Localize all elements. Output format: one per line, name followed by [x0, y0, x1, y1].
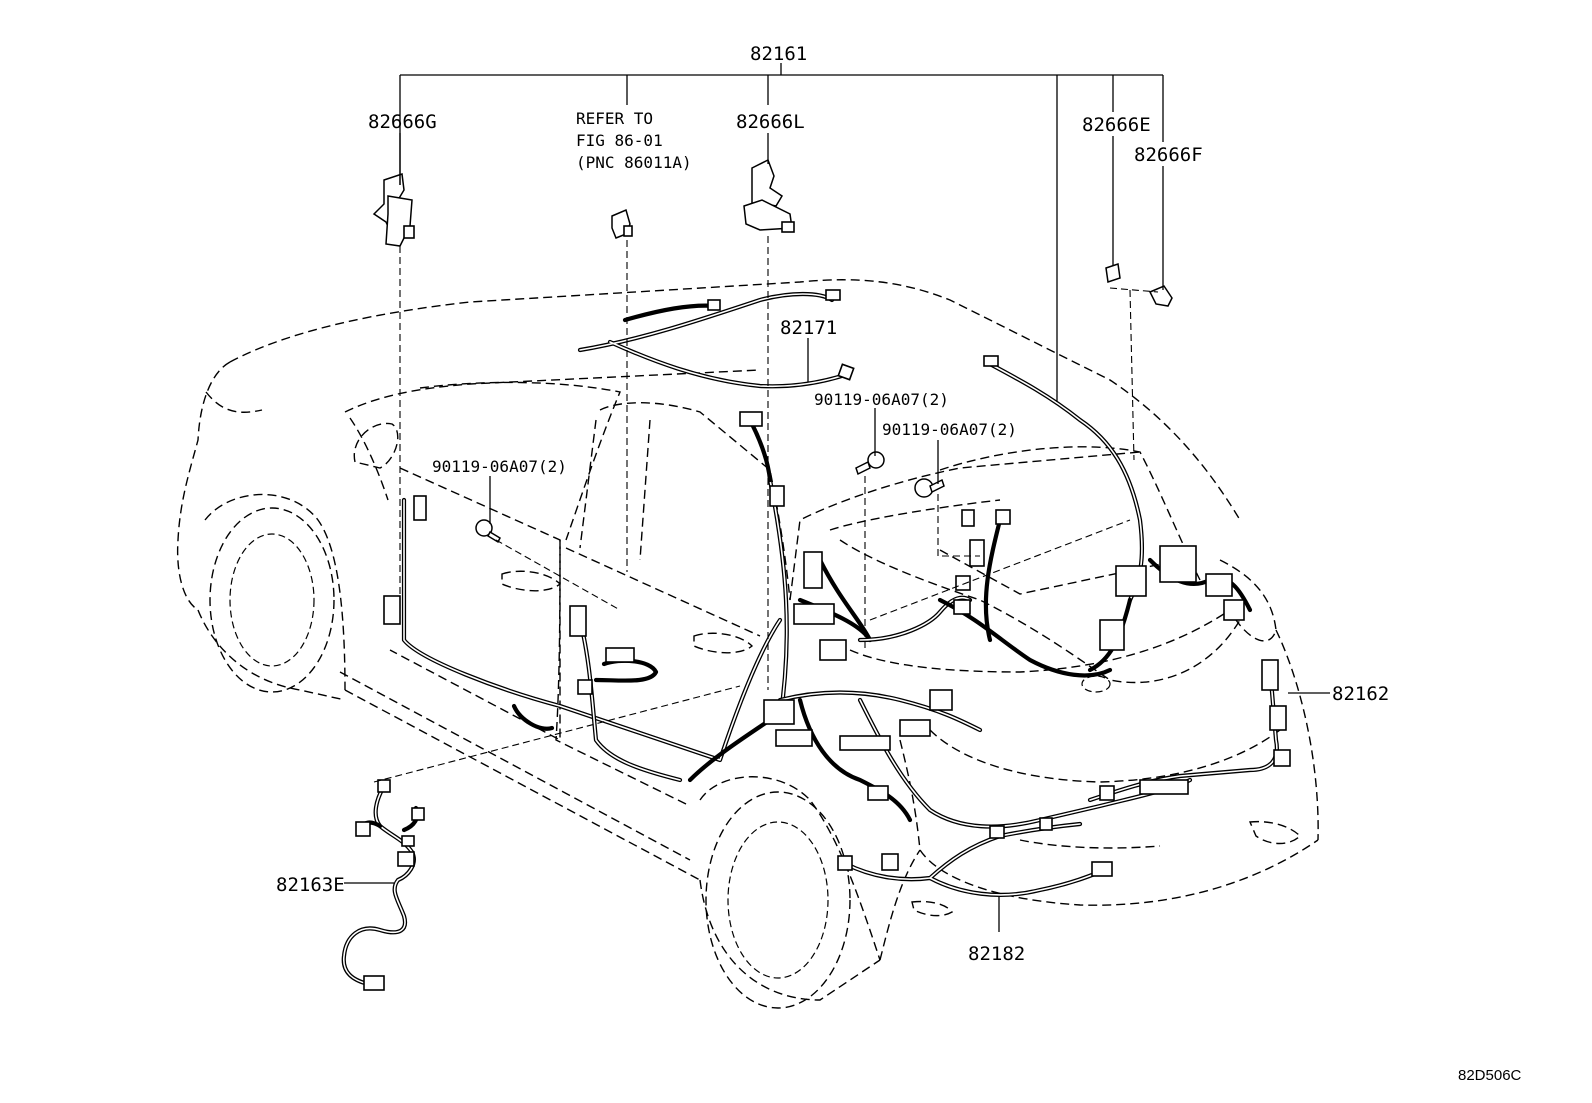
bracket-82666l-part — [743, 158, 795, 233]
bolt-b-part — [855, 451, 885, 476]
label-82171: 82171 — [780, 317, 837, 339]
refer-to-line2: FIG 86-01 — [576, 131, 663, 150]
rear-bumper-harness — [837, 817, 1113, 897]
bolt-c-part — [914, 478, 945, 498]
label-bolt-b: 90119-06A07(2) — [814, 390, 949, 409]
clip-82666f-part — [1148, 285, 1173, 307]
label-82163e: 82163E — [276, 874, 345, 896]
label-82666l: 82666L — [736, 111, 805, 133]
clip-82666e-part — [1105, 263, 1121, 283]
label-bolt-a: 90119-06A07(2) — [432, 457, 567, 476]
callout-labels: 82161 82666G REFER TO FIG 86-01 (PNC 860… — [276, 43, 1522, 1084]
car-body-outline — [176, 279, 1319, 1009]
diagram-code: 82D506C — [1458, 1067, 1522, 1084]
main-floor-harness — [401, 361, 1279, 829]
label-bolt-c: 90119-06A07(2) — [882, 420, 1017, 439]
roof-wire-harness — [577, 289, 855, 389]
connector-clusters — [383, 355, 1291, 839]
label-82162: 82162 — [1332, 683, 1389, 705]
clip-86011a-part — [611, 208, 633, 239]
bracket-82666g-part — [372, 172, 415, 247]
label-82161: 82161 — [750, 43, 807, 65]
refer-to-line3: (PNC 86011A) — [576, 153, 692, 172]
leader-lines — [344, 63, 1330, 932]
floor-harness-82163e — [341, 779, 425, 991]
refer-to-line1: REFER TO — [576, 109, 653, 128]
label-82666f: 82666F — [1134, 144, 1203, 166]
label-82666g: 82666G — [368, 111, 437, 133]
bolt-a-part — [475, 519, 501, 544]
label-82182: 82182 — [968, 943, 1025, 965]
reference-dashed-lines — [373, 236, 1159, 783]
label-82666e: 82666E — [1082, 114, 1151, 136]
